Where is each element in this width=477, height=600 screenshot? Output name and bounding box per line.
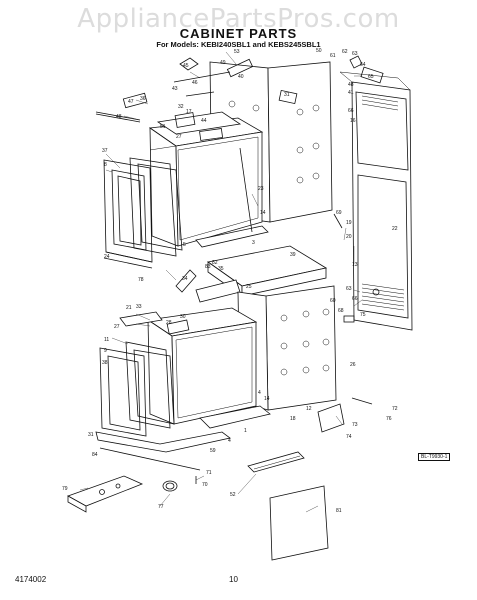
callout-label: 39: [290, 252, 296, 258]
callout-label: 66: [348, 108, 354, 114]
hardware-drawing: [67, 55, 384, 561]
callout-label: 68: [338, 308, 344, 314]
callout-label: 71: [206, 470, 212, 476]
callout-label: 20: [346, 234, 352, 240]
callout-label: 28: [166, 320, 172, 326]
callout-label: 5: [183, 242, 186, 248]
callout-label: 50: [316, 48, 322, 54]
callout-label: 9: [104, 348, 107, 354]
callout-label: 41: [348, 90, 354, 96]
callout-label: 4: [258, 390, 261, 396]
callout-label: 46: [192, 80, 198, 86]
callout-label: 63: [346, 286, 352, 292]
callout-label: 81: [336, 508, 342, 514]
callout-label: 84: [92, 452, 98, 458]
callout-label: 3: [252, 240, 255, 246]
callout-label: 16: [350, 118, 356, 124]
callout-label: 35: [218, 266, 224, 272]
callout-label: 1: [244, 428, 247, 434]
callout-label: 38: [102, 360, 108, 366]
callout-label: 37: [102, 148, 108, 154]
callout-label: 45: [183, 63, 189, 69]
callout-label: 12: [306, 406, 312, 412]
callout-label: 33: [136, 304, 142, 310]
callout-label: 22: [392, 226, 398, 232]
side-panel-drawing: [339, 71, 413, 331]
callout-label: 23: [258, 186, 264, 192]
callout-label: 66: [352, 296, 358, 302]
callout-label: 77: [158, 504, 164, 510]
callout-label: 47: [128, 99, 134, 105]
callout-label: 65: [368, 74, 374, 80]
figure-id-label: BL-T9930-1: [418, 453, 451, 461]
callout-label: 34: [182, 276, 188, 282]
callout-label: 21: [126, 305, 132, 311]
callout-label: 36: [140, 96, 146, 102]
callout-label: 76: [386, 416, 392, 422]
callout-label: 40: [238, 74, 244, 80]
callout-label: 14: [264, 396, 270, 402]
callout-label: 17: [186, 109, 192, 115]
callout-label: 48: [116, 114, 122, 120]
callout-label: 83: [205, 264, 211, 270]
callout-label: 19: [346, 220, 352, 226]
callout-label: 31: [88, 432, 94, 438]
callout-label: 48: [348, 82, 354, 88]
callout-label: 24: [104, 254, 110, 260]
upper-door-drawing: [103, 157, 183, 269]
callout-label: 51: [160, 124, 166, 130]
lower-door-drawing: [95, 341, 231, 471]
callout-label: 11: [104, 337, 109, 343]
callout-label: 64: [360, 62, 366, 68]
callout-label: 72: [392, 406, 398, 412]
callout-label: 74: [346, 434, 352, 440]
callout-label: 30: [180, 314, 186, 320]
callout-label: 63: [352, 51, 358, 57]
watermark: AppliancePartsPros.com: [77, 4, 400, 34]
callout-label: 70: [202, 482, 208, 488]
callout-label: 79: [62, 486, 68, 492]
callout-label: 62: [342, 49, 348, 55]
callout-label: 8: [104, 162, 107, 168]
callout-label: 52: [230, 492, 236, 498]
page-number: 10: [229, 575, 238, 584]
callout-label: 14: [260, 210, 266, 216]
page-subtitle: For Models: KEBI240SBL1 and KEBS245SBL1: [156, 40, 321, 49]
callout-label: 13: [352, 262, 358, 268]
lower-oven-drawing: [119, 307, 271, 429]
callout-label: 49: [220, 60, 226, 66]
callout-label: 18: [290, 416, 296, 422]
callout-label: 26: [350, 362, 356, 368]
callout-label: 75: [360, 312, 366, 318]
leader-lines: [79, 51, 363, 513]
callout-label: 27: [176, 134, 182, 140]
callout-label: 59: [210, 448, 216, 454]
callout-label: 32: [178, 104, 184, 110]
upper-oven-drawing: [95, 58, 269, 248]
callout-label: 43: [172, 86, 178, 92]
callout-label: 78: [138, 277, 144, 283]
callout-label: 73: [352, 422, 358, 428]
doc-number: 4174002: [15, 575, 47, 584]
callout-label: 53: [234, 49, 240, 55]
divider-drawing: [175, 245, 328, 303]
callout-label: 44: [201, 118, 207, 124]
callout-label: 69: [336, 210, 342, 216]
callout-label: 27: [114, 324, 120, 330]
page-title: CABINET PARTS: [179, 26, 298, 41]
callout-label: 25: [246, 284, 252, 290]
callout-label: 60: [330, 298, 336, 304]
callout-label: 61: [330, 53, 336, 59]
callout-label: 4: [228, 438, 231, 444]
callout-label: 82: [212, 260, 218, 266]
callout-label: 31: [284, 92, 290, 98]
